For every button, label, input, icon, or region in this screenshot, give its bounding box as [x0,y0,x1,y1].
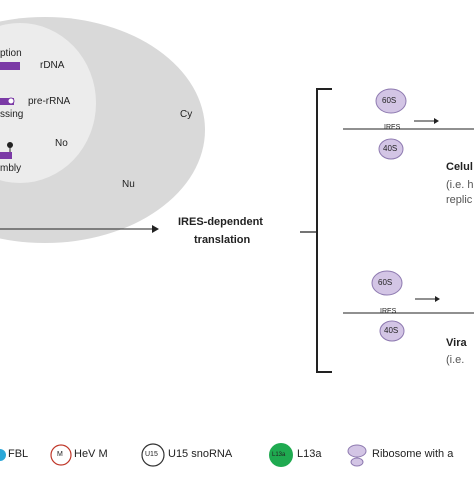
viral-title: Vira [446,337,467,349]
top-60s-subunit [375,88,407,114]
processing-label: ssing [0,109,24,120]
u15-legend-icon [141,443,165,467]
l13a-legend-label: L13a [297,448,322,460]
bottom-40s-subunit [379,320,405,342]
bottom-ires-label: IRES [380,308,397,315]
l13a-legend-symbol: L13a [272,452,286,458]
hevm-legend-symbol: M [57,451,63,458]
pre-rrna-bar [0,98,14,105]
top-40s-label: 40S [383,144,398,153]
ires-translation-line1: IRES-dependent [178,216,263,228]
ires-translation-line2: translation [194,234,251,246]
assembly-bar [0,152,12,159]
nucleus-region [0,23,96,183]
cytoplasm-label: Cy [180,109,193,120]
rdna-label: rDNA [40,60,65,71]
hevm-legend-icon [50,444,72,466]
fbl-legend-icon [0,449,6,461]
ribosome-legend-60s-icon [347,444,367,458]
assembly-label: mbly [0,163,22,174]
bottom-40s-label: 40S [384,326,399,335]
ribosome-legend-label: Ribosome with a [372,448,454,460]
viral-subtitle-1: (i.e. [446,354,465,366]
branch-bracket [316,88,332,373]
cellular-title: Celul [446,161,473,173]
top-60s-label: 60S [382,96,397,105]
transcription-label: ption [0,48,22,59]
nucleus-label: Nu [122,179,135,190]
bottom-ribosome-arrow-head [435,296,440,302]
lollipop-icon [7,142,13,148]
top-40s-subunit [378,138,404,160]
u15-legend-symbol: U15 [145,451,158,458]
ribosome-legend-40s-icon [350,457,364,467]
l13a-legend-icon [269,443,293,467]
fbl-legend-label: FBL [8,448,29,460]
pre-rrna-cap-icon [7,97,15,105]
top-ires-label: IRES [384,124,401,131]
top-ribosome-arrow-head [434,118,439,124]
cellular-subtitle-2: replic [446,194,473,206]
bottom-60s-subunit [371,270,403,296]
pre-rrna-label: pre-rRNA [28,96,71,107]
cellular-subtitle-1: (i.e. h [446,179,474,191]
rdna-bar [0,62,20,70]
bottom-60s-label: 60S [378,278,393,287]
main-arrow-head [152,225,159,233]
hevm-legend-label: HeV M [74,448,108,460]
u15-legend-label: U15 snoRNA [168,448,233,460]
nucleolus-label: No [55,138,68,149]
